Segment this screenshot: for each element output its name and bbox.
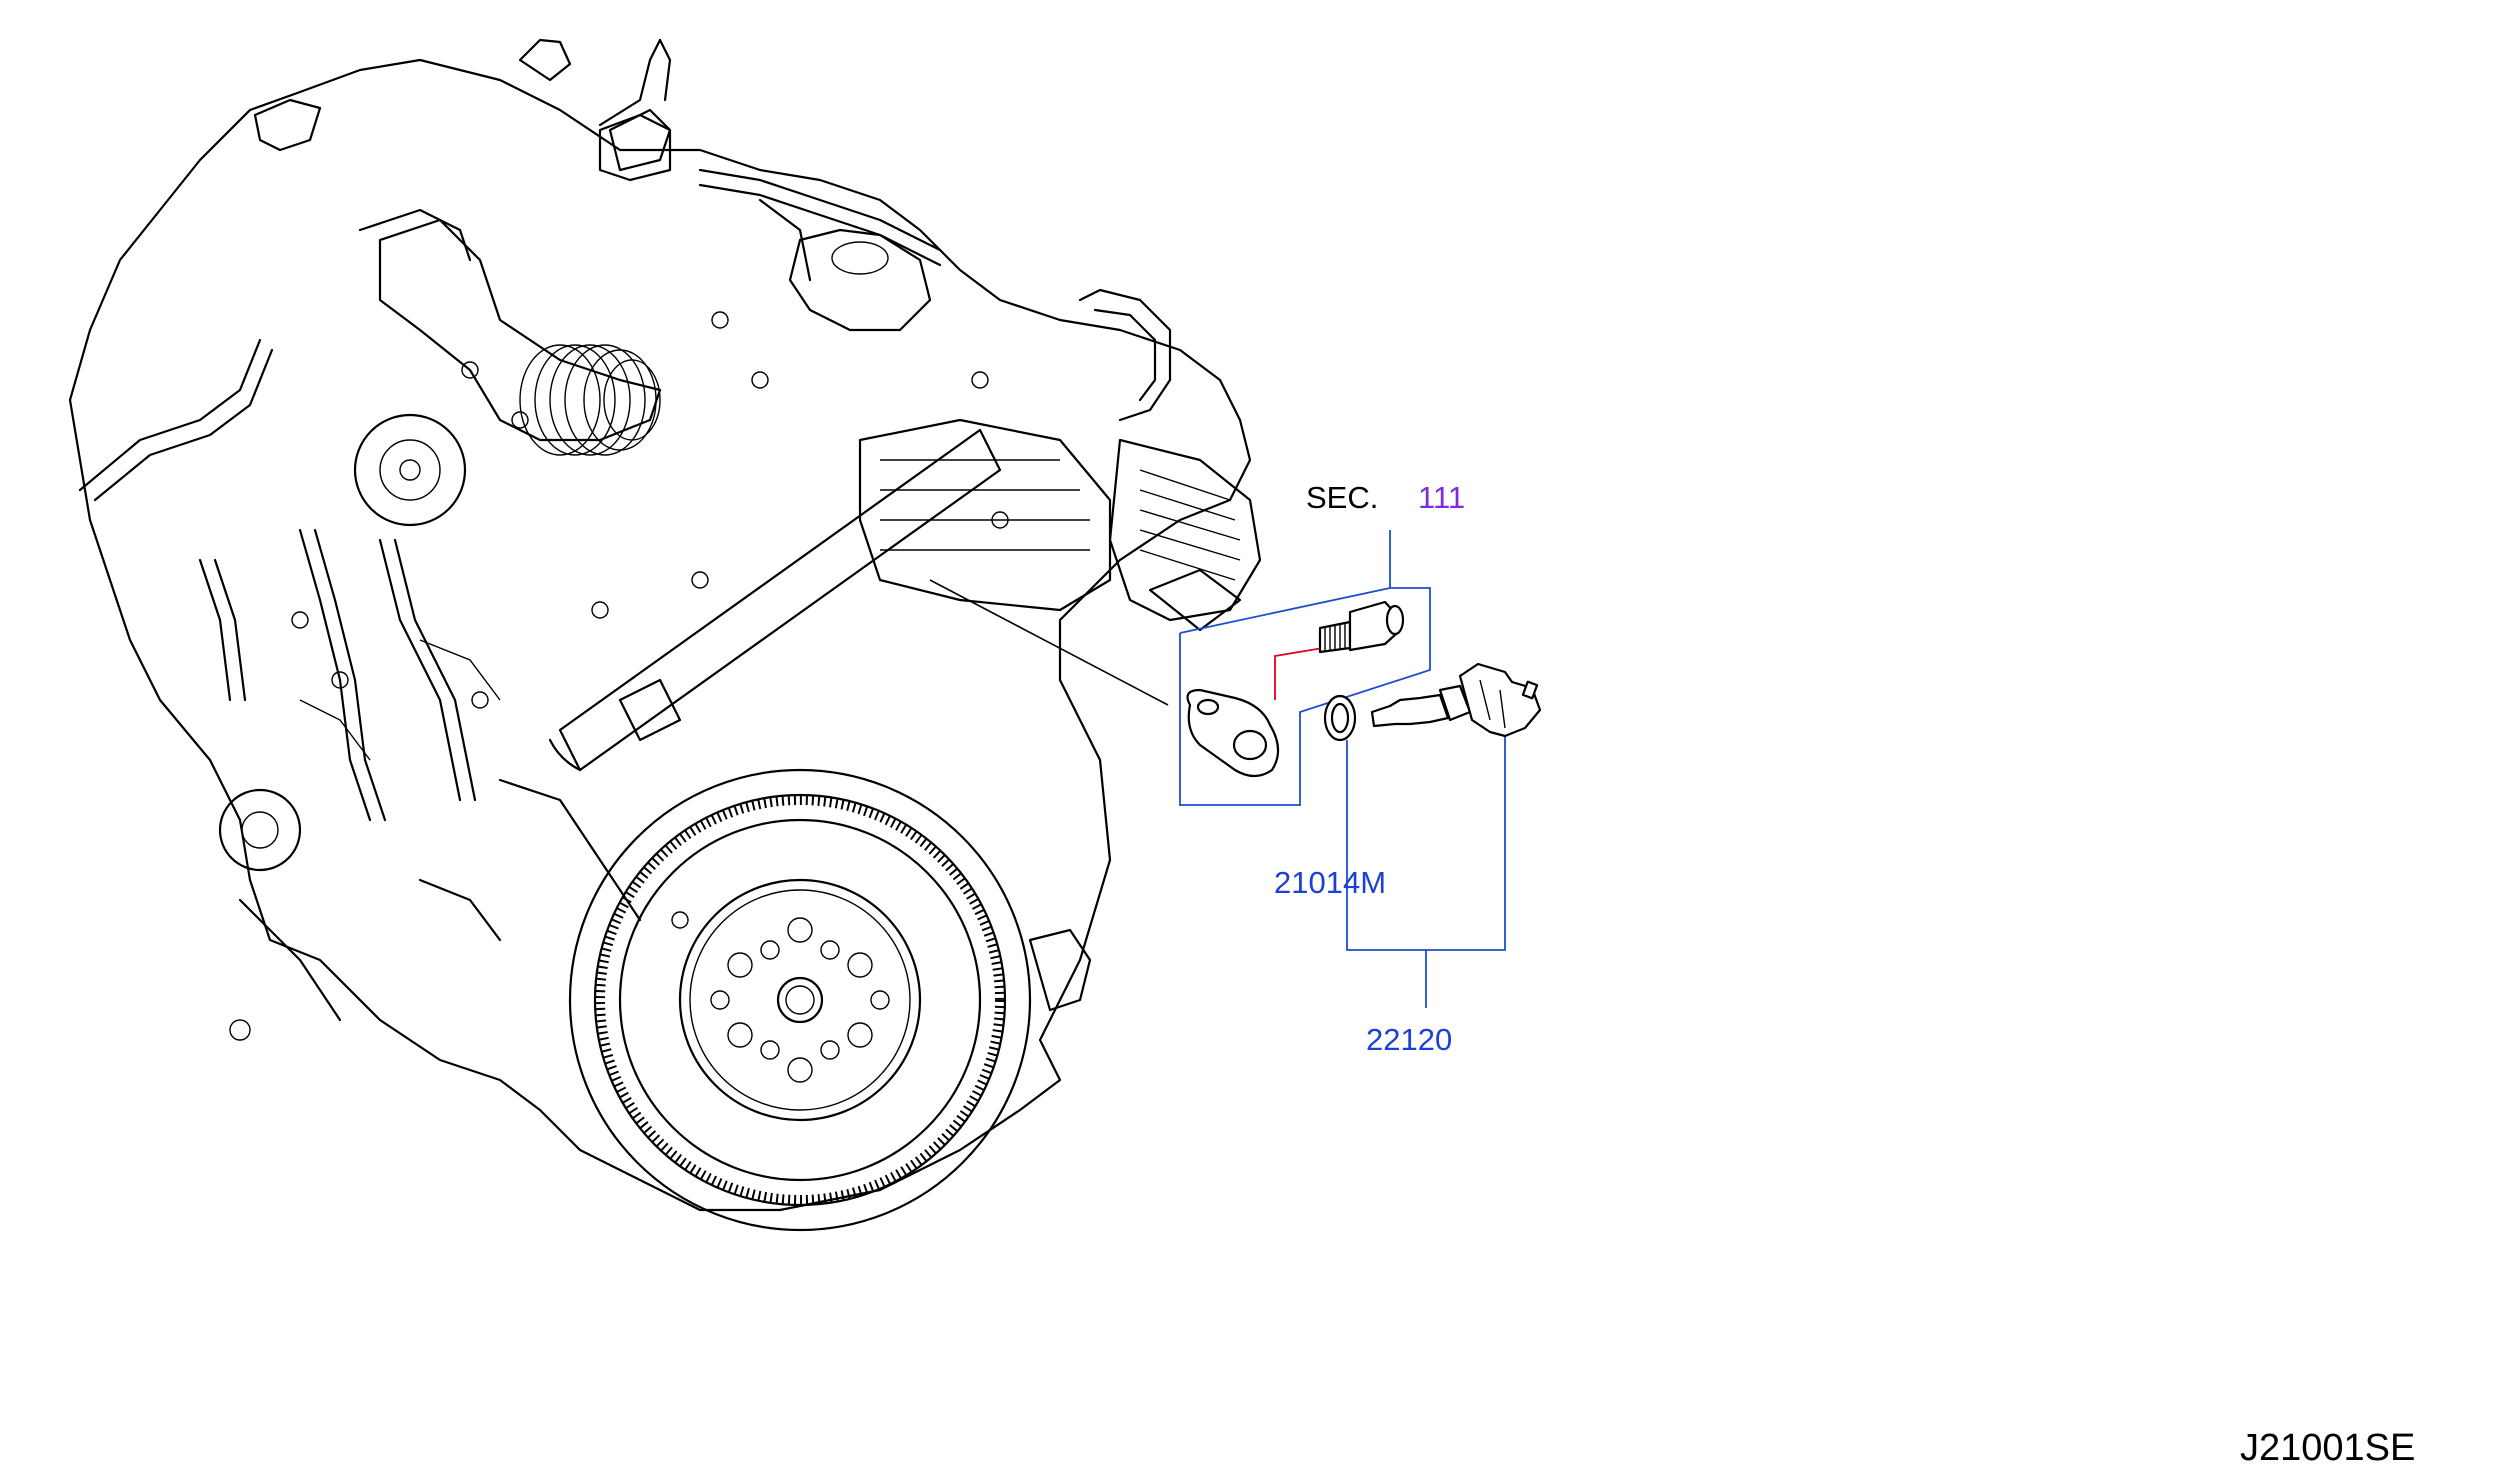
o-ring-part (1323, 694, 1357, 742)
callout-22120 (1346, 725, 1506, 951)
diagram-code: J21001SE (2240, 1427, 2415, 1469)
part-number-22120: 22120 (1366, 1022, 1452, 1057)
sec-number-label: 111 (1418, 480, 1465, 515)
leader-line (929, 579, 1169, 706)
flywheel (568, 768, 1092, 1232)
bolt-part (1318, 600, 1405, 654)
hidden-line (1274, 647, 1324, 700)
sec-prefix-label: SEC. (1306, 480, 1378, 515)
sensor-part (1370, 662, 1542, 738)
engine-illustration (68, 38, 1262, 1212)
part-number-21014m: 21014M (1274, 865, 1386, 900)
callout-box (1179, 587, 1431, 806)
gasket-part (1186, 688, 1280, 778)
